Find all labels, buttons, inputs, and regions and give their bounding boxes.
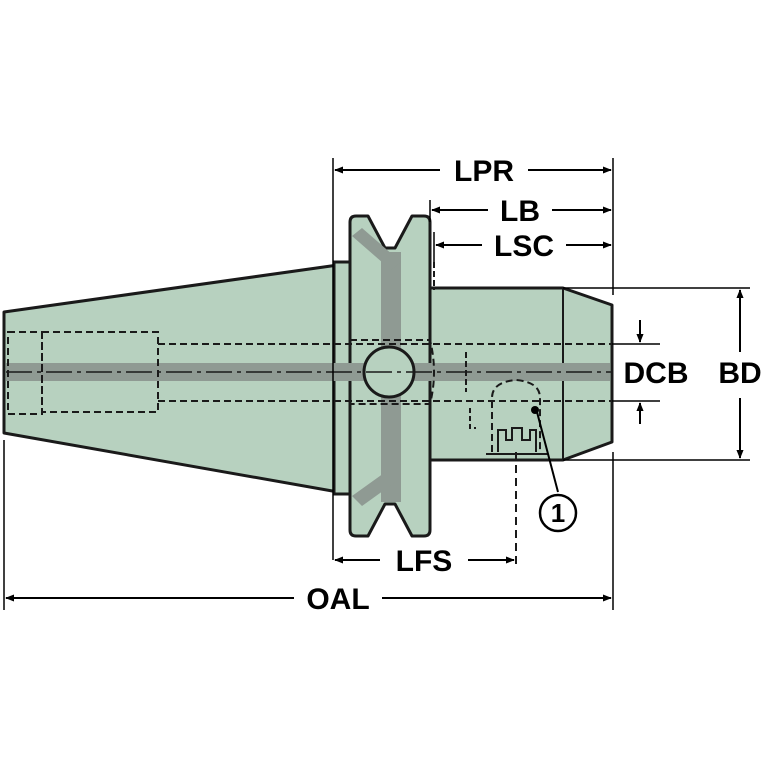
callout-number: 1 — [551, 498, 565, 528]
setscrew-bracket — [469, 408, 476, 429]
extension-lines — [3, 158, 750, 610]
bd-label: BD — [718, 357, 761, 390]
lpr-label: LPR — [454, 155, 514, 188]
lb-label: LB — [500, 195, 540, 228]
callout-1: 1 — [538, 493, 578, 533]
callout-circle — [538, 493, 578, 533]
oal-label: OAL — [306, 583, 369, 616]
callout-leader — [536, 411, 559, 493]
setscrew-pocket — [491, 378, 541, 452]
flange-pocket — [350, 339, 435, 405]
setscrew-thread — [497, 427, 537, 452]
lfs-label: LFS — [396, 545, 453, 578]
drawbar-bore — [7, 331, 43, 415]
flange-lower-diagonal — [352, 468, 401, 506]
lsc-label: LSC — [494, 230, 554, 263]
dimension-arrows — [5, 166, 744, 602]
dcb-label: DCB — [624, 357, 689, 390]
setscrew — [469, 408, 548, 455]
flange-upper-diagonal — [352, 228, 401, 270]
